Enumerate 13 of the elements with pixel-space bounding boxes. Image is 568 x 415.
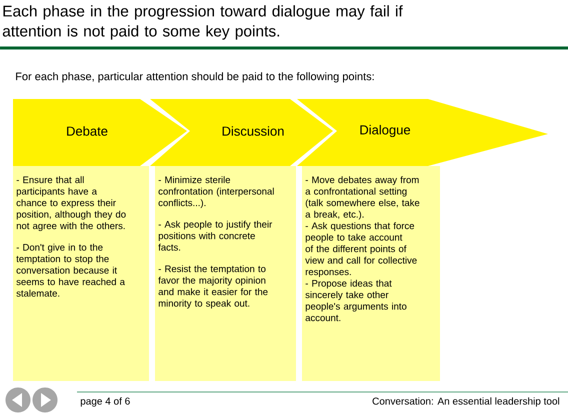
phase-banner: Debate xyxy=(13,99,187,166)
phase-banner: Discussion xyxy=(150,99,333,166)
node-label: Debate xyxy=(67,126,108,136)
footer-title: Conversation: An essential leadership tool xyxy=(372,397,560,407)
points-box: - Move debates away from a confrontational setting (talk somewhere else, take a break, etc.). - Ask questions that force people to take account of the different points of view and call for collective responses. - Propose ideas that sincerely take other people's arguments into account. xyxy=(302,166,440,381)
points-box: - Minimize sterile confrontation (interpersonal conflicts...). - Ask people to justify their positions with concrete facts. - Resist the temptation to favor the majority opinion and make it easier for the minority to speak out. xyxy=(155,166,296,381)
heading: Each phase in the progression toward dialogue may fail if attention is not paid to some key points. xyxy=(2,5,403,40)
node-label: Discussion xyxy=(222,126,284,136)
subtitle: For each phase, particular attention should be paid to the following points: xyxy=(16,72,374,82)
points-box: - Ensure that all participants have a chance to express their position, although they do not agree with the others. - Don't give in to the temptation to stop the conversation because it seems to have reached a stalemate. xyxy=(13,166,149,381)
page-number: page 4 of 6 xyxy=(80,397,130,407)
node-label: Dialogue xyxy=(360,124,410,138)
phase-banner: Dialogue xyxy=(297,99,548,166)
